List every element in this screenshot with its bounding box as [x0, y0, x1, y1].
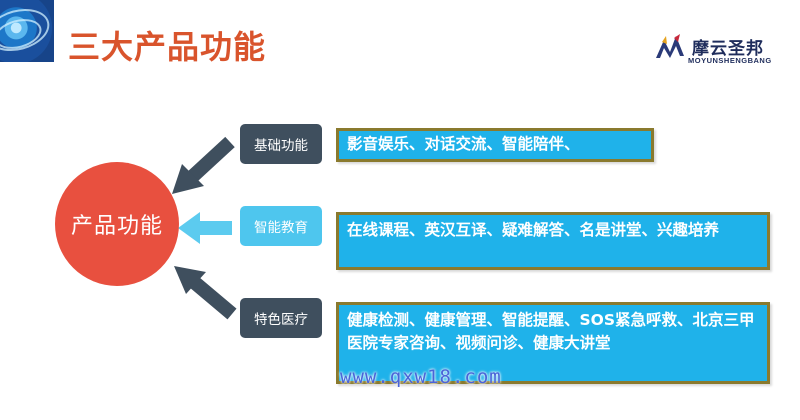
tag-basic-functions: 基础功能	[240, 124, 322, 164]
desc-basic-functions: 影音娱乐、对话交流、智能陪伴、	[336, 128, 654, 162]
brand-logo: 摩云圣邦 MOYUNSHENGBANG	[654, 32, 784, 72]
arrow-lower-icon	[174, 266, 237, 320]
desc-special-medical: 健康检测、健康管理、智能提醒、SOS紧急呼救、北京三甲医院专家咨询、视频问诊、健…	[336, 302, 770, 384]
logo-mark-icon	[656, 34, 684, 58]
arrow-upper-icon	[172, 136, 235, 194]
logo-name-cn: 摩云圣邦	[692, 39, 764, 59]
desc-smart-education: 在线课程、英汉互译、疑难解答、名是讲堂、兴趣培养	[336, 212, 770, 270]
tag-special-medical: 特色医疗	[240, 298, 322, 338]
logo-name-en: MOYUNSHENGBANG	[688, 56, 772, 65]
watermark-text: www.qxw18.com	[340, 366, 502, 388]
corner-swirl-graphic	[0, 0, 54, 62]
arrow-middle-icon	[178, 212, 232, 244]
tag-smart-education: 智能教育	[240, 206, 322, 246]
page-title: 三大产品功能	[68, 28, 267, 66]
product-features-circle: 产品功能	[55, 162, 179, 286]
center-label: 产品功能	[70, 214, 163, 239]
